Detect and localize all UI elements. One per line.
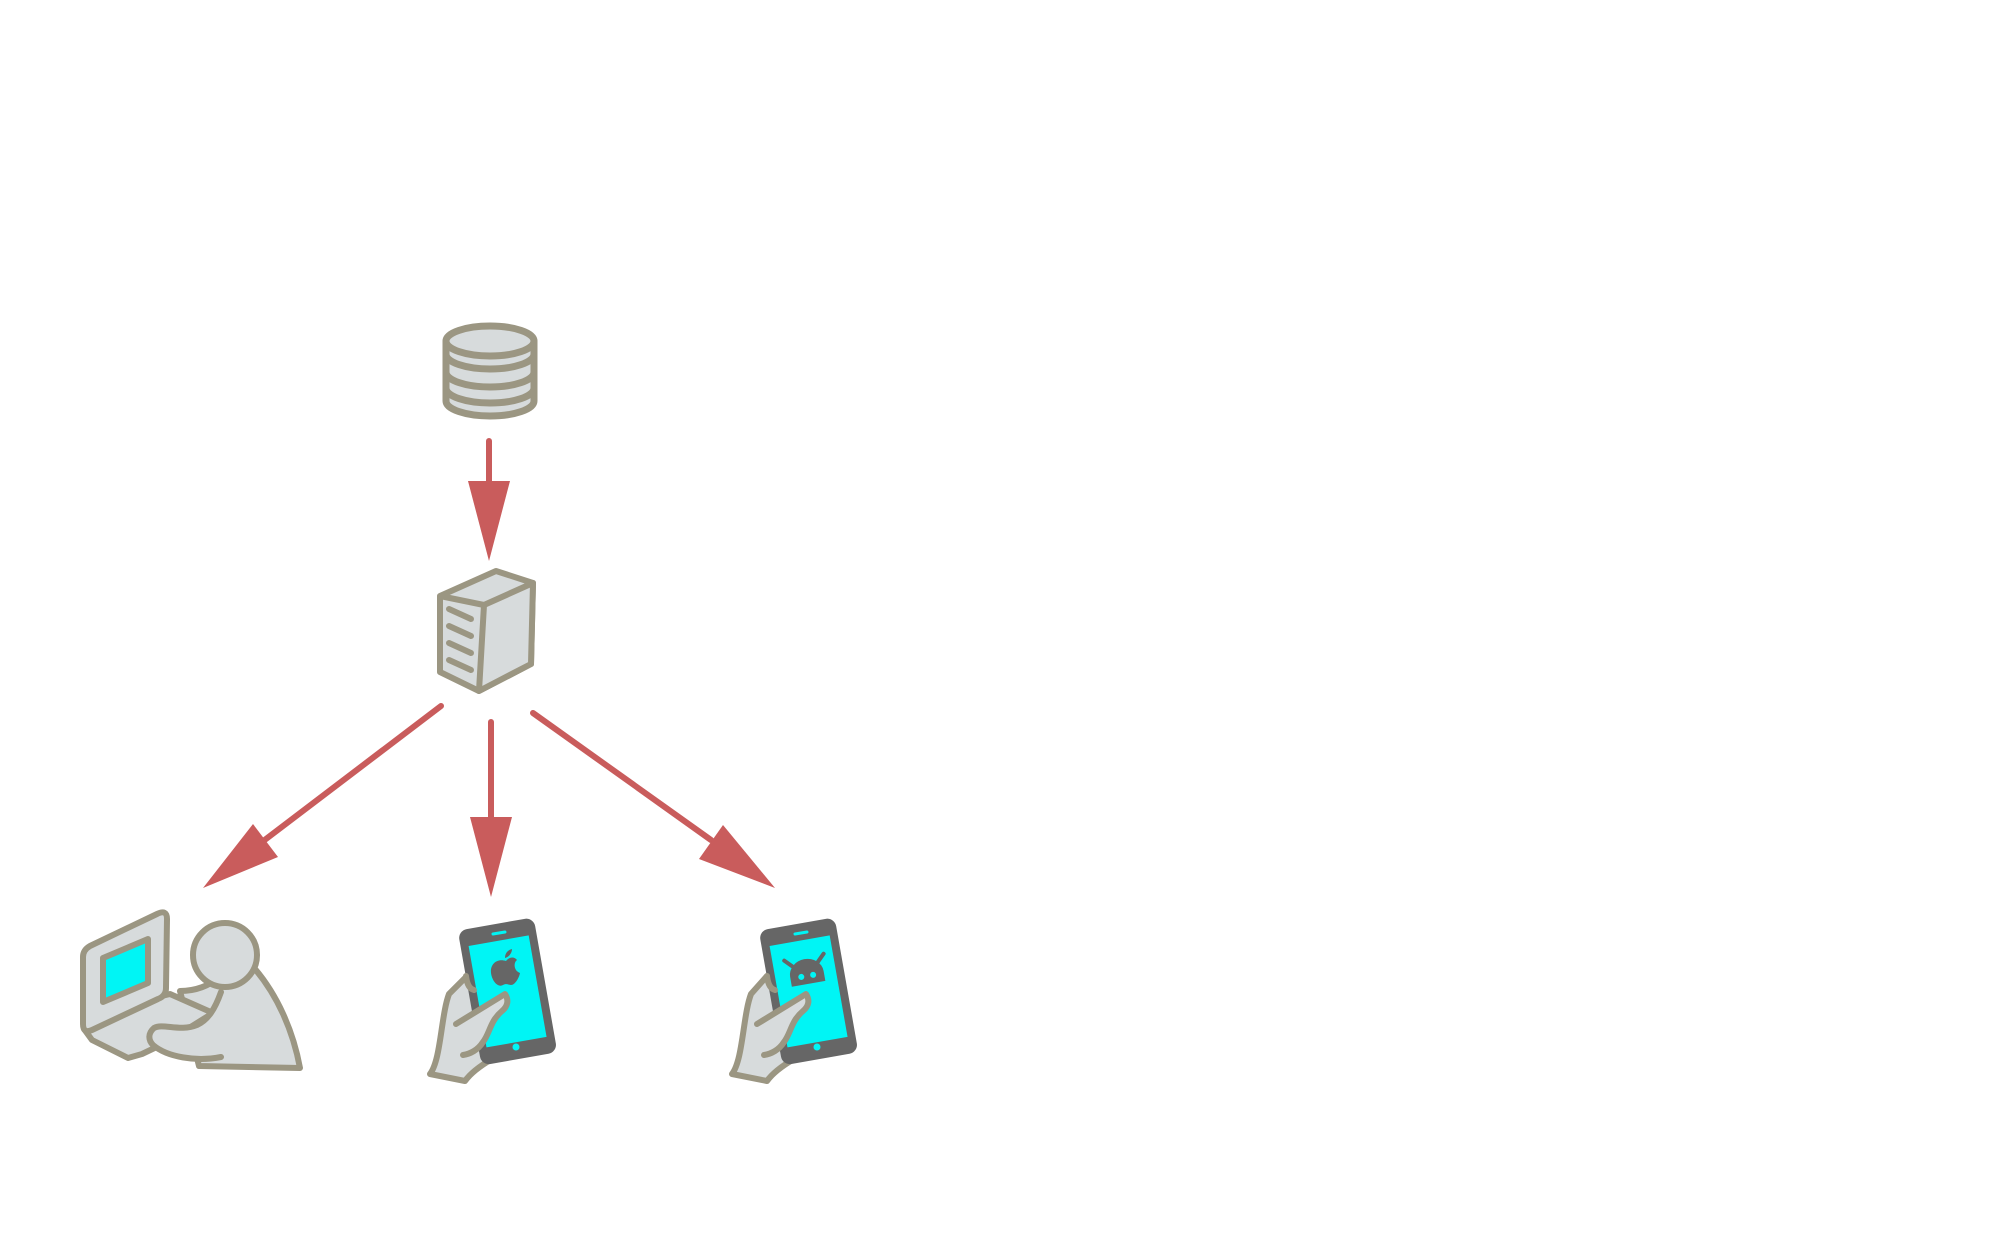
android-phone-icon xyxy=(729,918,857,1084)
desktop-user-icon xyxy=(80,909,303,1071)
server-icon xyxy=(437,568,536,694)
database-icon xyxy=(442,322,538,420)
arrow-server-to-ios xyxy=(470,719,512,897)
ios-phone-icon xyxy=(427,918,556,1084)
apple-logo-icon xyxy=(490,949,520,986)
arrow-server-to-desktop xyxy=(203,703,444,888)
android-logo-icon xyxy=(782,951,826,987)
arrow-server-to-android xyxy=(530,710,775,888)
arrow-database-to-server xyxy=(468,438,510,561)
